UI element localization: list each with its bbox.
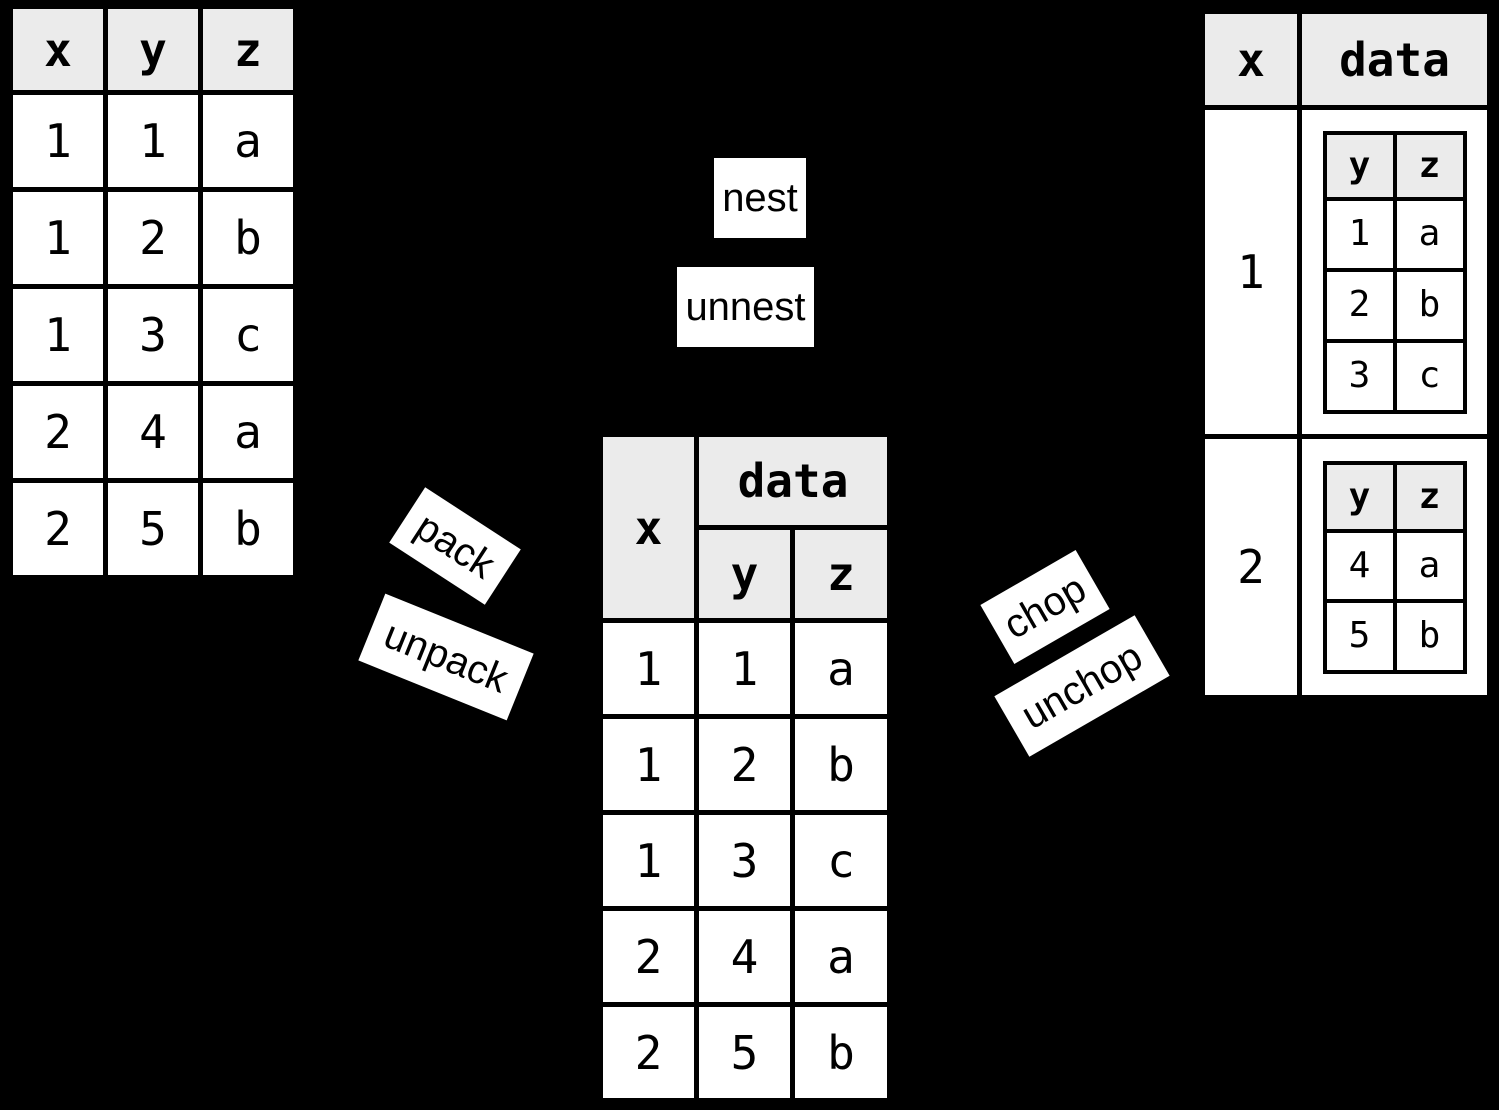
- packed-subheader-y: y: [699, 530, 790, 618]
- packed-subheader-z: z: [795, 530, 887, 618]
- table-cell: a: [1396, 532, 1463, 599]
- table-cell: 1: [603, 719, 694, 810]
- table-cell: b: [795, 1007, 887, 1098]
- subtable-header-y: y: [1326, 134, 1393, 197]
- table-cell: 1: [1326, 200, 1393, 268]
- packed-table: x data y z 1 1 a 1 2 b 1 3 c 2 4 a 2 5 b: [603, 437, 887, 1098]
- table-cell: c: [203, 289, 293, 381]
- table-cell: b: [1396, 602, 1463, 670]
- table-cell: a: [203, 386, 293, 478]
- table-cell: 1: [108, 95, 198, 187]
- packed-header-data: data: [699, 437, 887, 525]
- table-cell: c: [1396, 342, 1463, 410]
- subtable-header-z: z: [1396, 464, 1463, 529]
- nested-subtable: y z 4 a 5 b: [1322, 460, 1467, 674]
- table-cell: a: [795, 623, 887, 714]
- table-cell: 4: [699, 911, 790, 1002]
- flat-table: x y z 1 1 a 1 2 b 1 3 c 2 4 a 2 5 b: [13, 9, 293, 575]
- table-cell: b: [203, 192, 293, 284]
- flat-header-x: x: [13, 9, 103, 90]
- nest-label: nest: [714, 158, 806, 238]
- nested-data-cell: y z 4 a 5 b: [1302, 439, 1487, 695]
- table-cell: 3: [1326, 342, 1393, 410]
- table-cell: c: [795, 815, 887, 906]
- table-cell: b: [1396, 271, 1463, 339]
- table-cell: 1: [699, 623, 790, 714]
- nested-header-x: x: [1205, 14, 1297, 105]
- table-cell: 2: [603, 911, 694, 1002]
- table-cell: 4: [1326, 532, 1393, 599]
- table-cell: 1: [603, 815, 694, 906]
- table-cell: 2: [1326, 271, 1393, 339]
- unpack-label: unpack: [358, 593, 534, 721]
- flat-header-z: z: [203, 9, 293, 90]
- table-cell: 1: [603, 623, 694, 714]
- table-cell: 2: [108, 192, 198, 284]
- subtable-header-y: y: [1326, 464, 1393, 529]
- table-cell: 2: [603, 1007, 694, 1098]
- table-cell: 4: [108, 386, 198, 478]
- nested-header-data: data: [1302, 14, 1487, 105]
- table-cell: 2: [699, 719, 790, 810]
- table-cell: a: [1396, 200, 1463, 268]
- table-cell: b: [795, 719, 887, 810]
- table-cell: a: [203, 95, 293, 187]
- nested-group-key: 1: [1205, 110, 1297, 434]
- packed-header-x: x: [603, 437, 694, 618]
- table-cell: 1: [13, 95, 103, 187]
- table-cell: b: [203, 483, 293, 575]
- table-cell: 5: [699, 1007, 790, 1098]
- unnest-label: unnest: [677, 267, 814, 347]
- table-cell: 5: [108, 483, 198, 575]
- table-cell: a: [795, 911, 887, 1002]
- subtable-header-z: z: [1396, 134, 1463, 197]
- table-cell: 2: [13, 483, 103, 575]
- table-cell: 5: [1326, 602, 1393, 670]
- table-cell: 3: [108, 289, 198, 381]
- table-cell: 2: [13, 386, 103, 478]
- table-cell: 1: [13, 192, 103, 284]
- table-cell: 3: [699, 815, 790, 906]
- nested-table: x data 1 y z 1 a 2 b 3 c 2 y z 4 a 5 b: [1205, 14, 1487, 695]
- nested-subtable: y z 1 a 2 b 3 c: [1322, 130, 1467, 414]
- pack-label: pack: [389, 487, 521, 605]
- nested-data-cell: y z 1 a 2 b 3 c: [1302, 110, 1487, 434]
- table-cell: 1: [13, 289, 103, 381]
- flat-header-y: y: [108, 9, 198, 90]
- nested-group-key: 2: [1205, 439, 1297, 695]
